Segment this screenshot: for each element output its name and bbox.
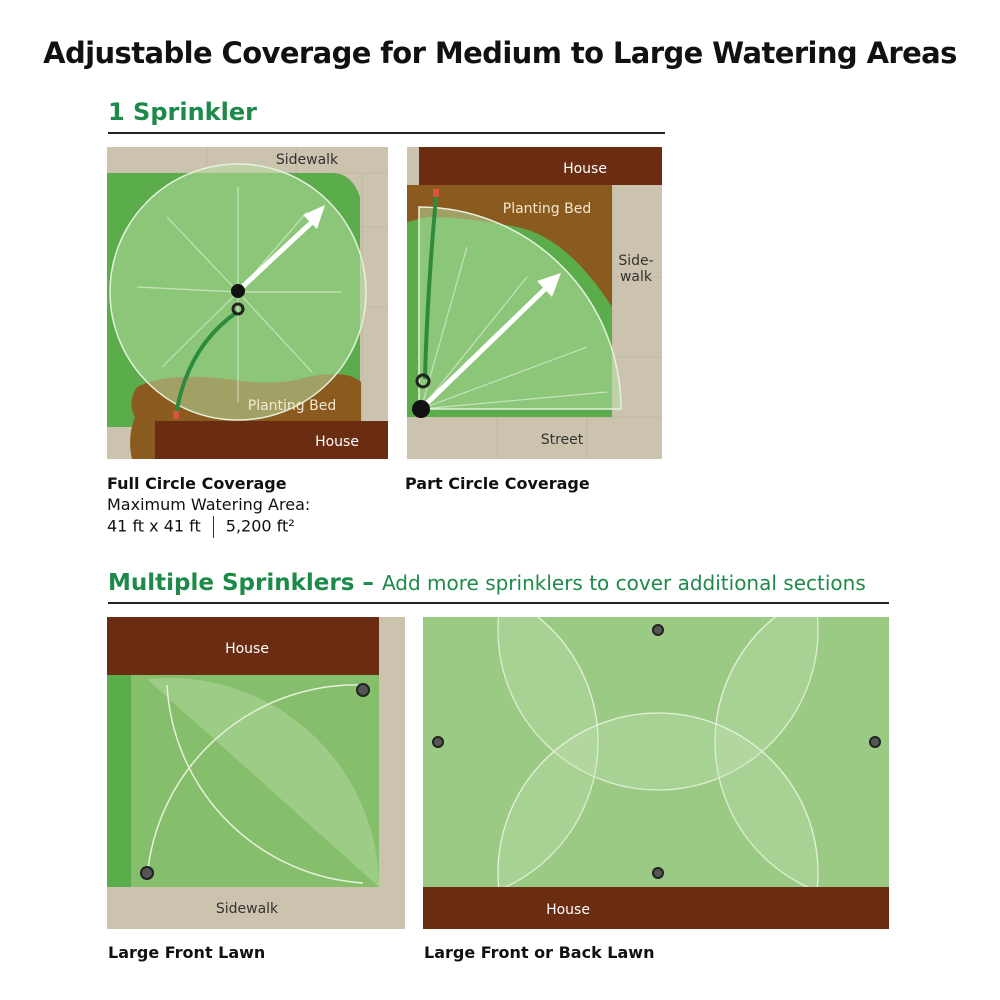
front-lawn-diagram: House Sidewalk xyxy=(107,617,405,929)
page-title: Adjustable Coverage for Medium to Large … xyxy=(43,36,957,70)
caption-divider xyxy=(212,516,214,538)
planting-bed-label: Planting Bed xyxy=(248,398,336,414)
full-circle-caption-title: Full Circle Coverage xyxy=(107,474,287,493)
house-block xyxy=(155,421,388,459)
sprinkler-left xyxy=(432,736,444,748)
hose xyxy=(174,310,239,416)
house-block xyxy=(423,887,889,929)
radius-arrow xyxy=(419,287,547,411)
front-lawn-caption-title: Large Front Lawn xyxy=(108,943,266,962)
house-label: House xyxy=(563,161,607,177)
max-area-values: 41 ft x 41 ft 5,200 ft² xyxy=(107,516,310,538)
sidewalk-label-1: Side- xyxy=(618,253,653,269)
sprinkler-base xyxy=(415,373,431,389)
coverage-arc-1 xyxy=(146,684,364,880)
house-label: House xyxy=(315,434,359,450)
part-circle-caption-title: Part Circle Coverage xyxy=(405,474,590,493)
sprinkler-head xyxy=(412,400,430,418)
section-2-heading: Multiple Sprinklers – Add more sprinkler… xyxy=(108,570,866,596)
back-lawn-caption-title: Large Front or Back Lawn xyxy=(424,943,655,962)
street-label: Street xyxy=(541,432,584,448)
back-lawn-diagram: House xyxy=(423,617,889,929)
coverage-quarter xyxy=(418,206,622,410)
part-circle-diagram: House Planting Bed Side- walk Street xyxy=(407,147,662,459)
section-1-rule xyxy=(108,132,665,134)
sprinkler-1 xyxy=(356,683,370,697)
max-area-line: Maximum Watering Area: xyxy=(107,495,311,514)
lawn xyxy=(107,675,379,887)
section-1-heading: 1 Sprinkler xyxy=(108,98,257,126)
lawn-edge xyxy=(107,675,131,887)
sprinkler-top xyxy=(652,624,664,636)
house-label: House xyxy=(546,902,590,918)
sprinkler-head xyxy=(231,284,245,298)
section-2-subheading: Add more sprinklers to cover additional … xyxy=(381,571,866,595)
sprinkler-2 xyxy=(140,866,154,880)
sprinkler-bottom xyxy=(652,867,664,879)
spigot xyxy=(433,189,439,197)
house-block xyxy=(419,147,662,185)
full-circle-caption: Full Circle Coverage Maximum Watering Ar… xyxy=(107,474,310,538)
spigot xyxy=(173,411,179,419)
coverage-circle-bottom xyxy=(497,712,819,929)
coverage-arc-2 xyxy=(166,684,364,884)
area-dimensions: 41 ft x 41 ft xyxy=(107,516,201,536)
coverage-circles xyxy=(423,617,889,929)
radius-arrow xyxy=(236,220,314,293)
house-label: House xyxy=(225,641,269,657)
hose xyxy=(423,196,438,380)
front-lawn-caption: Large Front Lawn xyxy=(108,943,265,962)
area-total: 5,200 ft² xyxy=(225,516,295,536)
sidewalk-label-2: walk xyxy=(620,269,653,285)
sidewalk-label: Sidewalk xyxy=(276,152,339,168)
sprinkler-base xyxy=(231,302,245,316)
coverage-quarter-1 xyxy=(147,677,379,887)
part-circle-caption: Part Circle Coverage xyxy=(405,474,590,493)
planting-bed-label: Planting Bed xyxy=(503,201,591,217)
house-block xyxy=(107,617,379,675)
full-circle-diagram: Sidewalk Planting Bed House xyxy=(107,147,388,459)
arrow-head xyxy=(303,205,325,229)
sprinkler-right xyxy=(869,736,881,748)
arrow-head xyxy=(537,273,561,297)
section-2-heading-text: Multiple Sprinklers – xyxy=(108,570,374,596)
section-2-rule xyxy=(108,602,889,604)
sidewalk-label: Sidewalk xyxy=(216,901,279,917)
back-lawn-caption: Large Front or Back Lawn xyxy=(424,943,654,962)
